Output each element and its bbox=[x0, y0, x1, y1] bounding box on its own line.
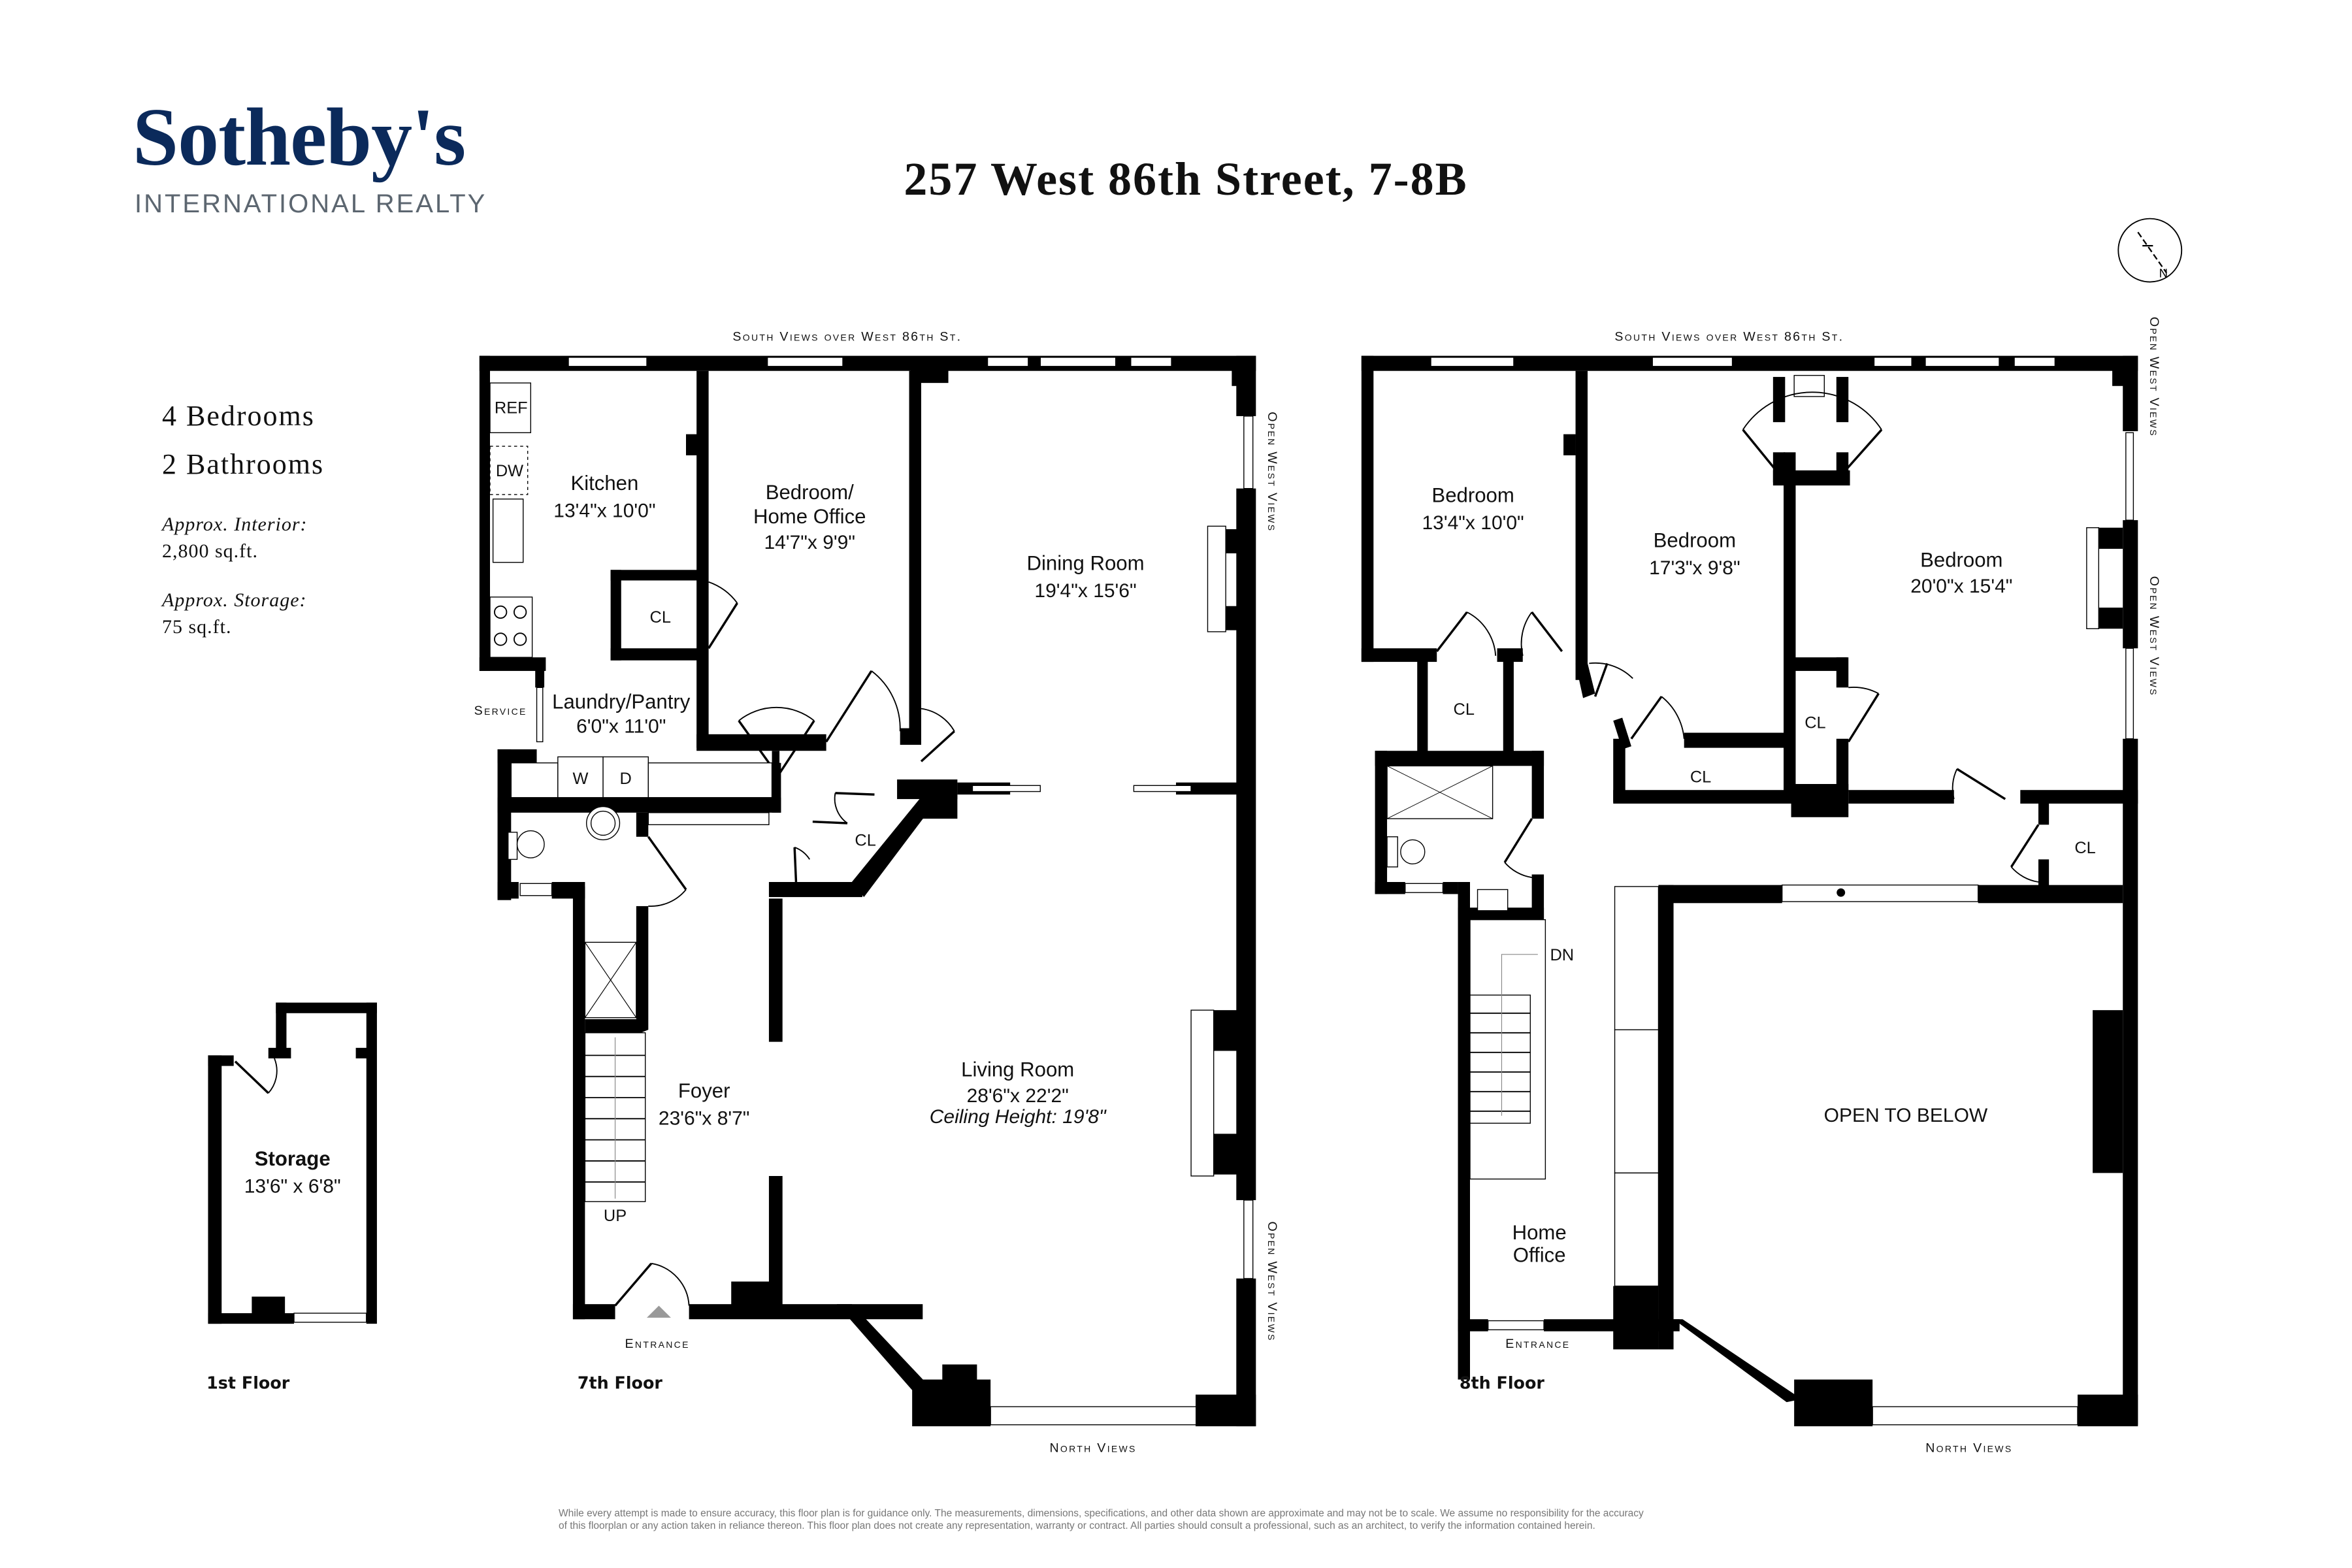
bedroom-count: 4 Bedrooms bbox=[162, 400, 315, 432]
svg-text:Open West Views: Open West Views bbox=[2147, 576, 2161, 696]
svg-text:Kitchen: Kitchen bbox=[570, 472, 638, 495]
svg-text:CL: CL bbox=[1805, 714, 1825, 732]
svg-text:W: W bbox=[572, 770, 588, 788]
storage-floor-plan: Storage 13'6" x 6'8" bbox=[208, 1002, 377, 1324]
svg-text:Open West Views: Open West Views bbox=[2147, 317, 2161, 437]
svg-text:13'4"x 10'0": 13'4"x 10'0" bbox=[553, 500, 655, 522]
svg-text:UP: UP bbox=[604, 1207, 627, 1225]
svg-text:Ceiling Height: 19'8": Ceiling Height: 19'8" bbox=[930, 1106, 1107, 1128]
interior-label: Approx. Interior: bbox=[162, 514, 308, 535]
svg-text:6'0"x 11'0": 6'0"x 11'0" bbox=[576, 716, 666, 738]
disclaimer: While every attempt is made to ensure ac… bbox=[559, 1507, 1820, 1532]
svg-text:CL: CL bbox=[855, 832, 875, 850]
svg-text:Bedroom: Bedroom bbox=[1920, 549, 2002, 572]
property-summary: 4 Bedrooms 2 Bathrooms Approx. Interior:… bbox=[162, 392, 324, 640]
svg-text:13'4"x 10'0": 13'4"x 10'0" bbox=[1422, 512, 1524, 534]
svg-text:19'4"x 15'6": 19'4"x 15'6" bbox=[1034, 580, 1136, 602]
svg-text:Home Office: Home Office bbox=[753, 505, 866, 528]
svg-text:N: N bbox=[2159, 267, 2168, 280]
brand-logo: Sotheby's bbox=[133, 92, 466, 183]
svg-text:North Views: North Views bbox=[1925, 1441, 2012, 1455]
svg-text:D: D bbox=[620, 770, 632, 788]
svg-text:Open West Views: Open West Views bbox=[1265, 412, 1279, 532]
svg-text:CL: CL bbox=[650, 608, 671, 627]
brand-subtitle: INTERNATIONAL REALTY bbox=[135, 189, 487, 218]
svg-text:Bedroom/: Bedroom/ bbox=[766, 481, 854, 504]
svg-text:Bedroom: Bedroom bbox=[1654, 529, 1736, 552]
storage-value: 75 sq.ft. bbox=[162, 616, 232, 638]
eighth-entrance-label: Entrance bbox=[1505, 1337, 1570, 1351]
svg-text:Dining Room: Dining Room bbox=[1027, 551, 1145, 574]
eighth-floor-plan: DN bbox=[1361, 317, 2161, 1455]
svg-text:20'0"x 15'4": 20'0"x 15'4" bbox=[1910, 576, 2012, 597]
disclaimer-line-1: While every attempt is made to ensure ac… bbox=[559, 1508, 1644, 1519]
svg-text:Service: Service bbox=[474, 704, 527, 718]
svg-text:CL: CL bbox=[1454, 700, 1475, 719]
interior-value: 2,800 sq.ft. bbox=[162, 540, 258, 562]
svg-text:REF: REF bbox=[495, 399, 528, 417]
seventh-floor-plan: W D UP bbox=[474, 330, 1279, 1456]
page-title: 257 West 86th Street, 7-8B bbox=[904, 153, 1468, 205]
svg-text:Foyer: Foyer bbox=[678, 1079, 730, 1102]
svg-text:Home: Home bbox=[1512, 1221, 1567, 1244]
svg-text:DW: DW bbox=[496, 462, 523, 480]
svg-text:Laundry/Pantry: Laundry/Pantry bbox=[552, 691, 691, 713]
svg-text:Bedroom: Bedroom bbox=[1431, 483, 1514, 506]
compass-north-icon: N bbox=[2117, 218, 2183, 283]
storage-label: Approx. Storage: bbox=[162, 589, 307, 611]
svg-text:23'6"x 8'7": 23'6"x 8'7" bbox=[659, 1108, 750, 1130]
svg-text:Office: Office bbox=[1513, 1244, 1566, 1267]
svg-text:CL: CL bbox=[1690, 768, 1711, 787]
svg-text:South Views over West 86th St.: South Views over West 86th St. bbox=[1614, 330, 1844, 344]
floor-label-7th: 7th Floor bbox=[578, 1373, 663, 1392]
svg-text:Storage: Storage bbox=[255, 1147, 331, 1170]
svg-text:North Views: North Views bbox=[1049, 1441, 1136, 1455]
floor-label-1st: 1st Floor bbox=[206, 1373, 290, 1392]
svg-text:28'6"x 22'2": 28'6"x 22'2" bbox=[967, 1085, 1069, 1107]
svg-text:14'7"x 9'9": 14'7"x 9'9" bbox=[764, 532, 855, 553]
svg-text:Open West Views: Open West Views bbox=[1265, 1221, 1279, 1341]
svg-text:17'3"x 9'8": 17'3"x 9'8" bbox=[1649, 557, 1740, 579]
floor-label-8th: 8th Floor bbox=[1460, 1373, 1545, 1392]
svg-text:13'6" x 6'8": 13'6" x 6'8" bbox=[244, 1175, 341, 1197]
svg-text:DN: DN bbox=[1550, 946, 1574, 964]
svg-text:Living Room: Living Room bbox=[961, 1058, 1074, 1081]
svg-text:South Views over West 86th St.: South Views over West 86th St. bbox=[732, 330, 962, 344]
svg-text:CL: CL bbox=[2074, 839, 2095, 857]
disclaimer-line-2: of this floorplan or any action taken in… bbox=[559, 1520, 1595, 1531]
bathroom-count: 2 Bathrooms bbox=[162, 448, 325, 480]
seventh-entrance-label: Entrance bbox=[625, 1337, 690, 1351]
svg-text:OPEN TO BELOW: OPEN TO BELOW bbox=[1824, 1105, 1988, 1126]
